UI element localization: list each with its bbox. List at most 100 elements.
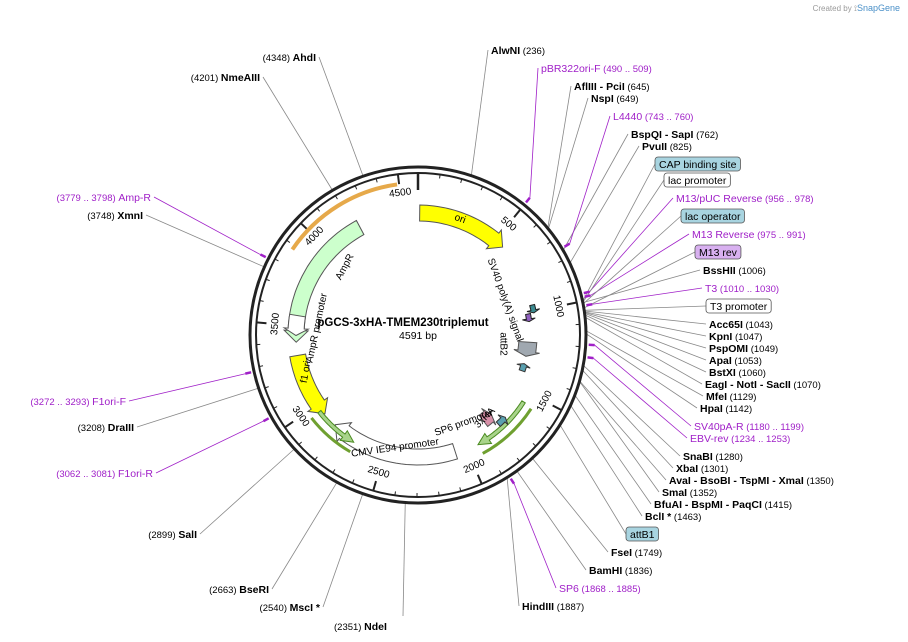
- enzyme-site-eagi[interactable]: EagI - NotI - SacII (1070): [705, 379, 821, 391]
- primer-f1ori-r[interactable]: (3062 .. 3081) F1ori-R: [56, 468, 153, 480]
- leader-line: [583, 251, 696, 309]
- primer-l4440[interactable]: L4440 (743 .. 760): [613, 111, 693, 123]
- ori-label: ori: [453, 212, 467, 226]
- major-tick: [513, 208, 522, 218]
- enzyme-site-xmni[interactable]: (3748) XmnI: [87, 210, 143, 222]
- enzyme-site-alwni[interactable]: AlwNI (236): [491, 45, 545, 57]
- leader-line: [579, 380, 667, 481]
- enzyme-site-bstxi[interactable]: BstXI (1060): [709, 367, 766, 379]
- feature-box-cap-binding-site[interactable]: CAP binding site: [654, 156, 741, 172]
- primer-m13-reverse[interactable]: M13 Reverse (975 .. 991): [692, 229, 806, 241]
- credit-prefix: Created by: [812, 4, 852, 13]
- enzyme-site-snabi[interactable]: SnaBI (1280): [683, 451, 743, 463]
- enzyme-site-afliii[interactable]: AflIII - PciI (645): [574, 81, 650, 93]
- primer-m13-puc-reverse[interactable]: M13/pUC Reverse (956 .. 978): [676, 193, 814, 205]
- feature-box-label: CAP binding site: [659, 159, 737, 171]
- enzyme-site-pspomi[interactable]: PspOMI (1049): [709, 343, 778, 355]
- sp6-promoter-arrow: [495, 414, 509, 428]
- leader-line: [570, 405, 643, 517]
- minor-tick: [516, 457, 521, 462]
- enzyme-label: AflIII - PciI (645): [574, 81, 650, 93]
- feature-box-attb1[interactable]: attB1: [625, 526, 659, 542]
- primer-site-mark: [525, 196, 531, 204]
- primer-range: (975 .. 991): [754, 230, 805, 241]
- major-tick: [256, 321, 267, 325]
- enzyme-site-hpai[interactable]: HpaI (1142): [700, 403, 752, 415]
- leader-line: [589, 197, 674, 292]
- enzyme-position: (1415): [762, 500, 792, 511]
- enzyme-site-hindiii[interactable]: HindIII (1887): [522, 601, 584, 613]
- primer-name: pBR322ori-F: [541, 63, 601, 75]
- primer-site-mark: [584, 294, 591, 298]
- f1-ori-arrow: [289, 353, 329, 415]
- feature-box-frame: [705, 298, 772, 314]
- leader-line: [136, 387, 259, 428]
- minor-tick: [314, 456, 318, 461]
- enzyme-site-mfei[interactable]: MfeI (1129): [706, 391, 756, 403]
- enzyme-name: PvuII: [642, 141, 667, 153]
- leader-line: [153, 196, 261, 255]
- primer-amp-r[interactable]: (3779 .. 3798) Amp-R: [57, 192, 152, 204]
- enzyme-label: (2540) MscI *: [260, 602, 321, 614]
- primer-pbr322ori-f[interactable]: pBR322ori-F (490 .. 509): [541, 63, 652, 75]
- feature-box-t3-promoter[interactable]: T3 promoter: [705, 298, 772, 314]
- enzyme-site-bamhi[interactable]: BamHI (1836): [589, 565, 652, 577]
- green-arc-right: [482, 407, 533, 455]
- ori-arrow: [419, 204, 504, 250]
- primer-name: T3: [705, 283, 717, 295]
- enzyme-site-bseri[interactable]: (2663) BseRI: [209, 584, 269, 596]
- enzyme-position: (2899): [148, 530, 178, 541]
- enzyme-site-nmeaiii[interactable]: (4201) NmeAIII: [191, 72, 260, 84]
- enzyme-position: (1280): [713, 452, 743, 463]
- leader-line: [584, 310, 707, 325]
- leader-line: [574, 394, 652, 505]
- enzyme-site-sali[interactable]: (2899) SalI: [148, 529, 197, 541]
- primer-name: F1ori-R: [118, 468, 153, 480]
- feature-box-lac-operator[interactable]: lac operator: [680, 208, 745, 224]
- enzyme-site-ndei[interactable]: (2351) NdeI: [334, 621, 387, 633]
- primer-t3[interactable]: T3 (1010 .. 1030): [705, 283, 779, 295]
- enzyme-site-msci[interactable]: (2540) MscI *: [260, 602, 321, 614]
- enzyme-label: Acc65I (1043): [709, 319, 773, 331]
- cmv-promoter-arrow: [334, 421, 459, 466]
- plasmid-name: pGCS-3xHA-TMEM230triplemut: [317, 317, 488, 329]
- enzyme-position: (1352): [687, 488, 717, 499]
- enzyme-site-smai[interactable]: SmaI (1352): [662, 487, 717, 499]
- minor-tick: [265, 278, 270, 282]
- leader-line: [145, 214, 265, 268]
- primer-sp6[interactable]: SP6 (1868 .. 1885): [559, 583, 641, 595]
- primer-f1ori-f[interactable]: (3272 .. 3293) F1ori-F: [30, 396, 126, 408]
- enzyme-label: (3748) XmnI: [87, 210, 143, 222]
- backbone-outer-strand: [248, 165, 588, 505]
- enzyme-label: HpaI (1142): [700, 403, 752, 415]
- feature-box-lac-promoter[interactable]: lac promoter: [663, 172, 731, 188]
- enzyme-site-bsshii[interactable]: BssHII (1006): [703, 265, 766, 277]
- leader-line: [531, 457, 609, 553]
- enzyme-label: PspOMI (1049): [709, 343, 778, 355]
- leader-line: [582, 369, 674, 469]
- enzyme-site-xbai[interactable]: XbaI (1301): [676, 463, 728, 475]
- enzyme-site-apai[interactable]: ApaI (1053): [709, 355, 762, 367]
- enzyme-site-draiii[interactable]: (3208) DraIII: [78, 422, 134, 434]
- primer-range: (743 .. 760): [642, 112, 693, 123]
- enzyme-site-nspi[interactable]: NspI (649): [591, 93, 639, 105]
- enzyme-label: MfeI (1129): [706, 391, 756, 403]
- enzyme-site-ahdi[interactable]: (4348) AhdI: [263, 52, 317, 64]
- enzyme-site-bspqi[interactable]: BspQI - SapI (762): [631, 129, 718, 141]
- feature-box-m13-rev[interactable]: M13 rev: [694, 244, 742, 260]
- minor-tick: [558, 260, 563, 264]
- enzyme-site-avai[interactable]: AvaI - BsoBI - TspMI - XmaI (1350): [669, 475, 834, 487]
- enzyme-name: NspI: [591, 93, 614, 105]
- enzyme-site-pvuii[interactable]: PvuII (825): [642, 141, 692, 153]
- enzyme-site-bcli[interactable]: BclI * (1463): [645, 511, 701, 523]
- enzyme-site-fsei[interactable]: FseI (1749): [611, 547, 662, 559]
- primer-ebv-rev[interactable]: EBV-rev (1234 .. 1253): [690, 433, 790, 445]
- enzyme-site-bfuai[interactable]: BfuAI - BspMI - PaqCI (1415): [654, 499, 792, 511]
- enzyme-site-kpni[interactable]: KpnI (1047): [709, 331, 762, 343]
- leader-line: [559, 424, 627, 535]
- credit-brand: SnapGene: [856, 3, 900, 13]
- primer-site-mark: [586, 302, 593, 307]
- primer-sv40pa-r[interactable]: SV40pA-R (1180 .. 1199): [694, 421, 804, 433]
- leader-line: [594, 344, 692, 427]
- enzyme-site-acc65i[interactable]: Acc65I (1043): [709, 319, 773, 331]
